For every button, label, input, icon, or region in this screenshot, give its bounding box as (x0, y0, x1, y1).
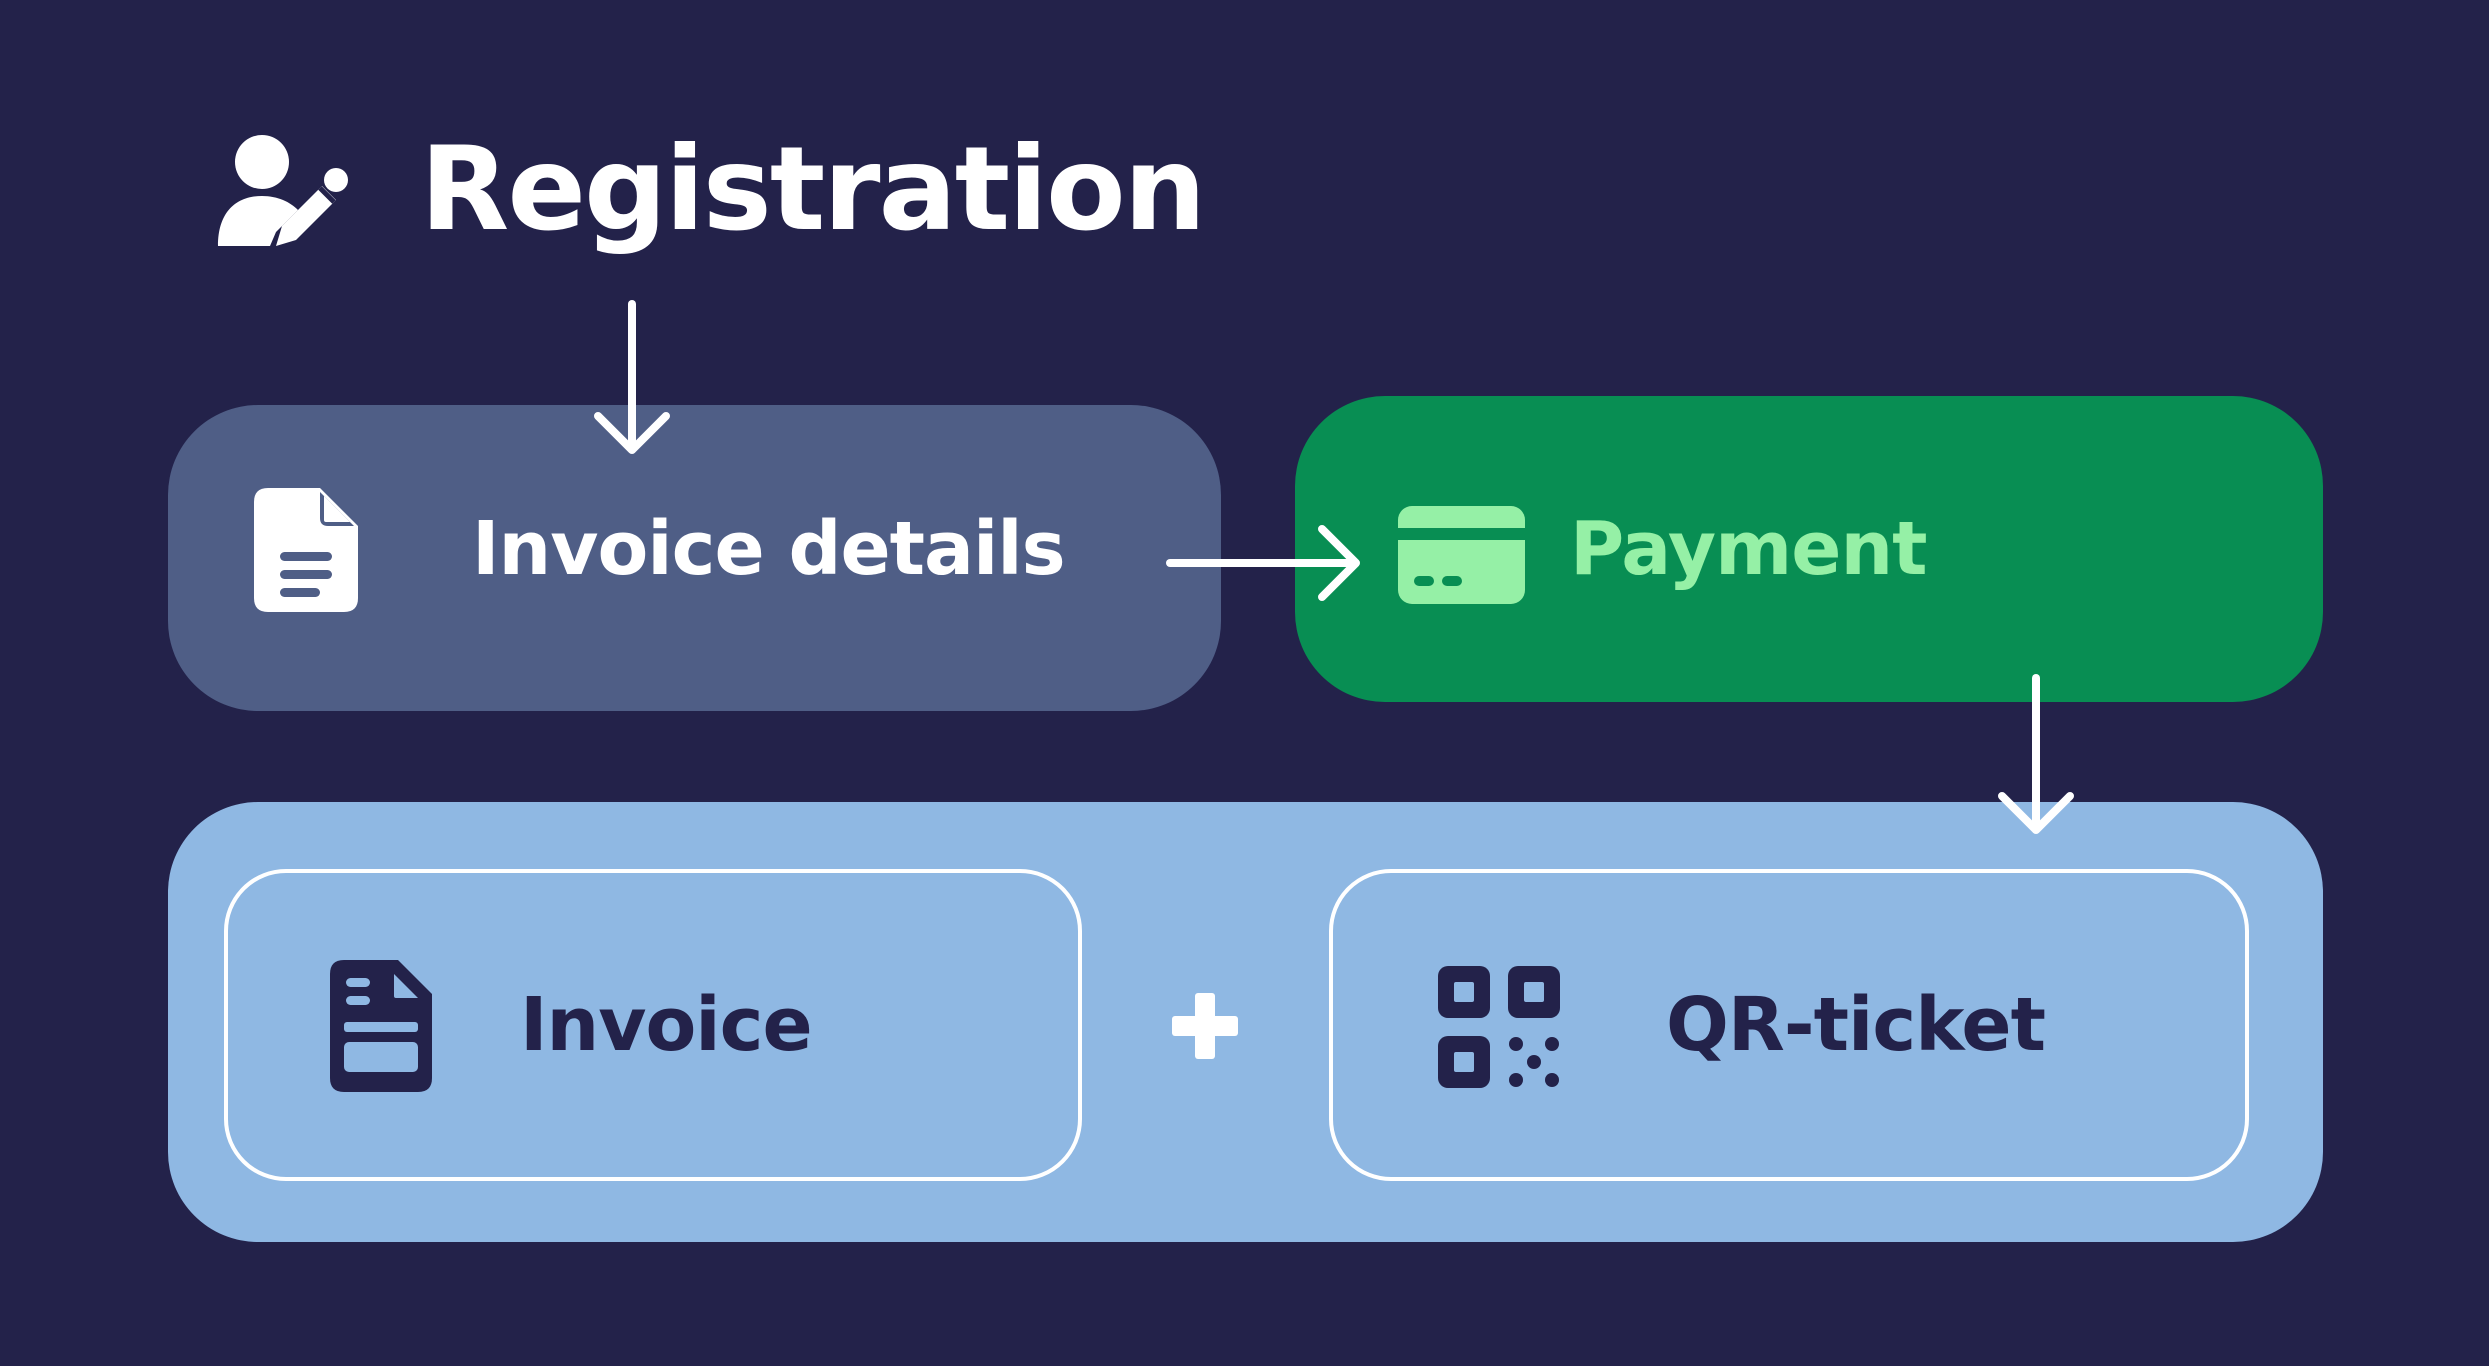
credit-card-icon (1398, 506, 1525, 604)
plus-icon (1172, 993, 1238, 1059)
qr-ticket-label: QR-ticket (1666, 982, 2046, 1068)
qr-code-icon (1438, 966, 1560, 1088)
document-icon (254, 488, 358, 612)
qr-ticket-box (1329, 869, 2249, 1181)
diagram-title: Registration (420, 122, 1206, 257)
invoice-label: Invoice (520, 982, 813, 1068)
invoice-details-label: Invoice details (472, 506, 1066, 592)
user-edit-icon (218, 135, 348, 246)
invoice-box (224, 869, 1082, 1181)
payment-label: Payment (1570, 506, 1927, 592)
output-box (168, 802, 2323, 1242)
invoice-icon (330, 960, 432, 1092)
